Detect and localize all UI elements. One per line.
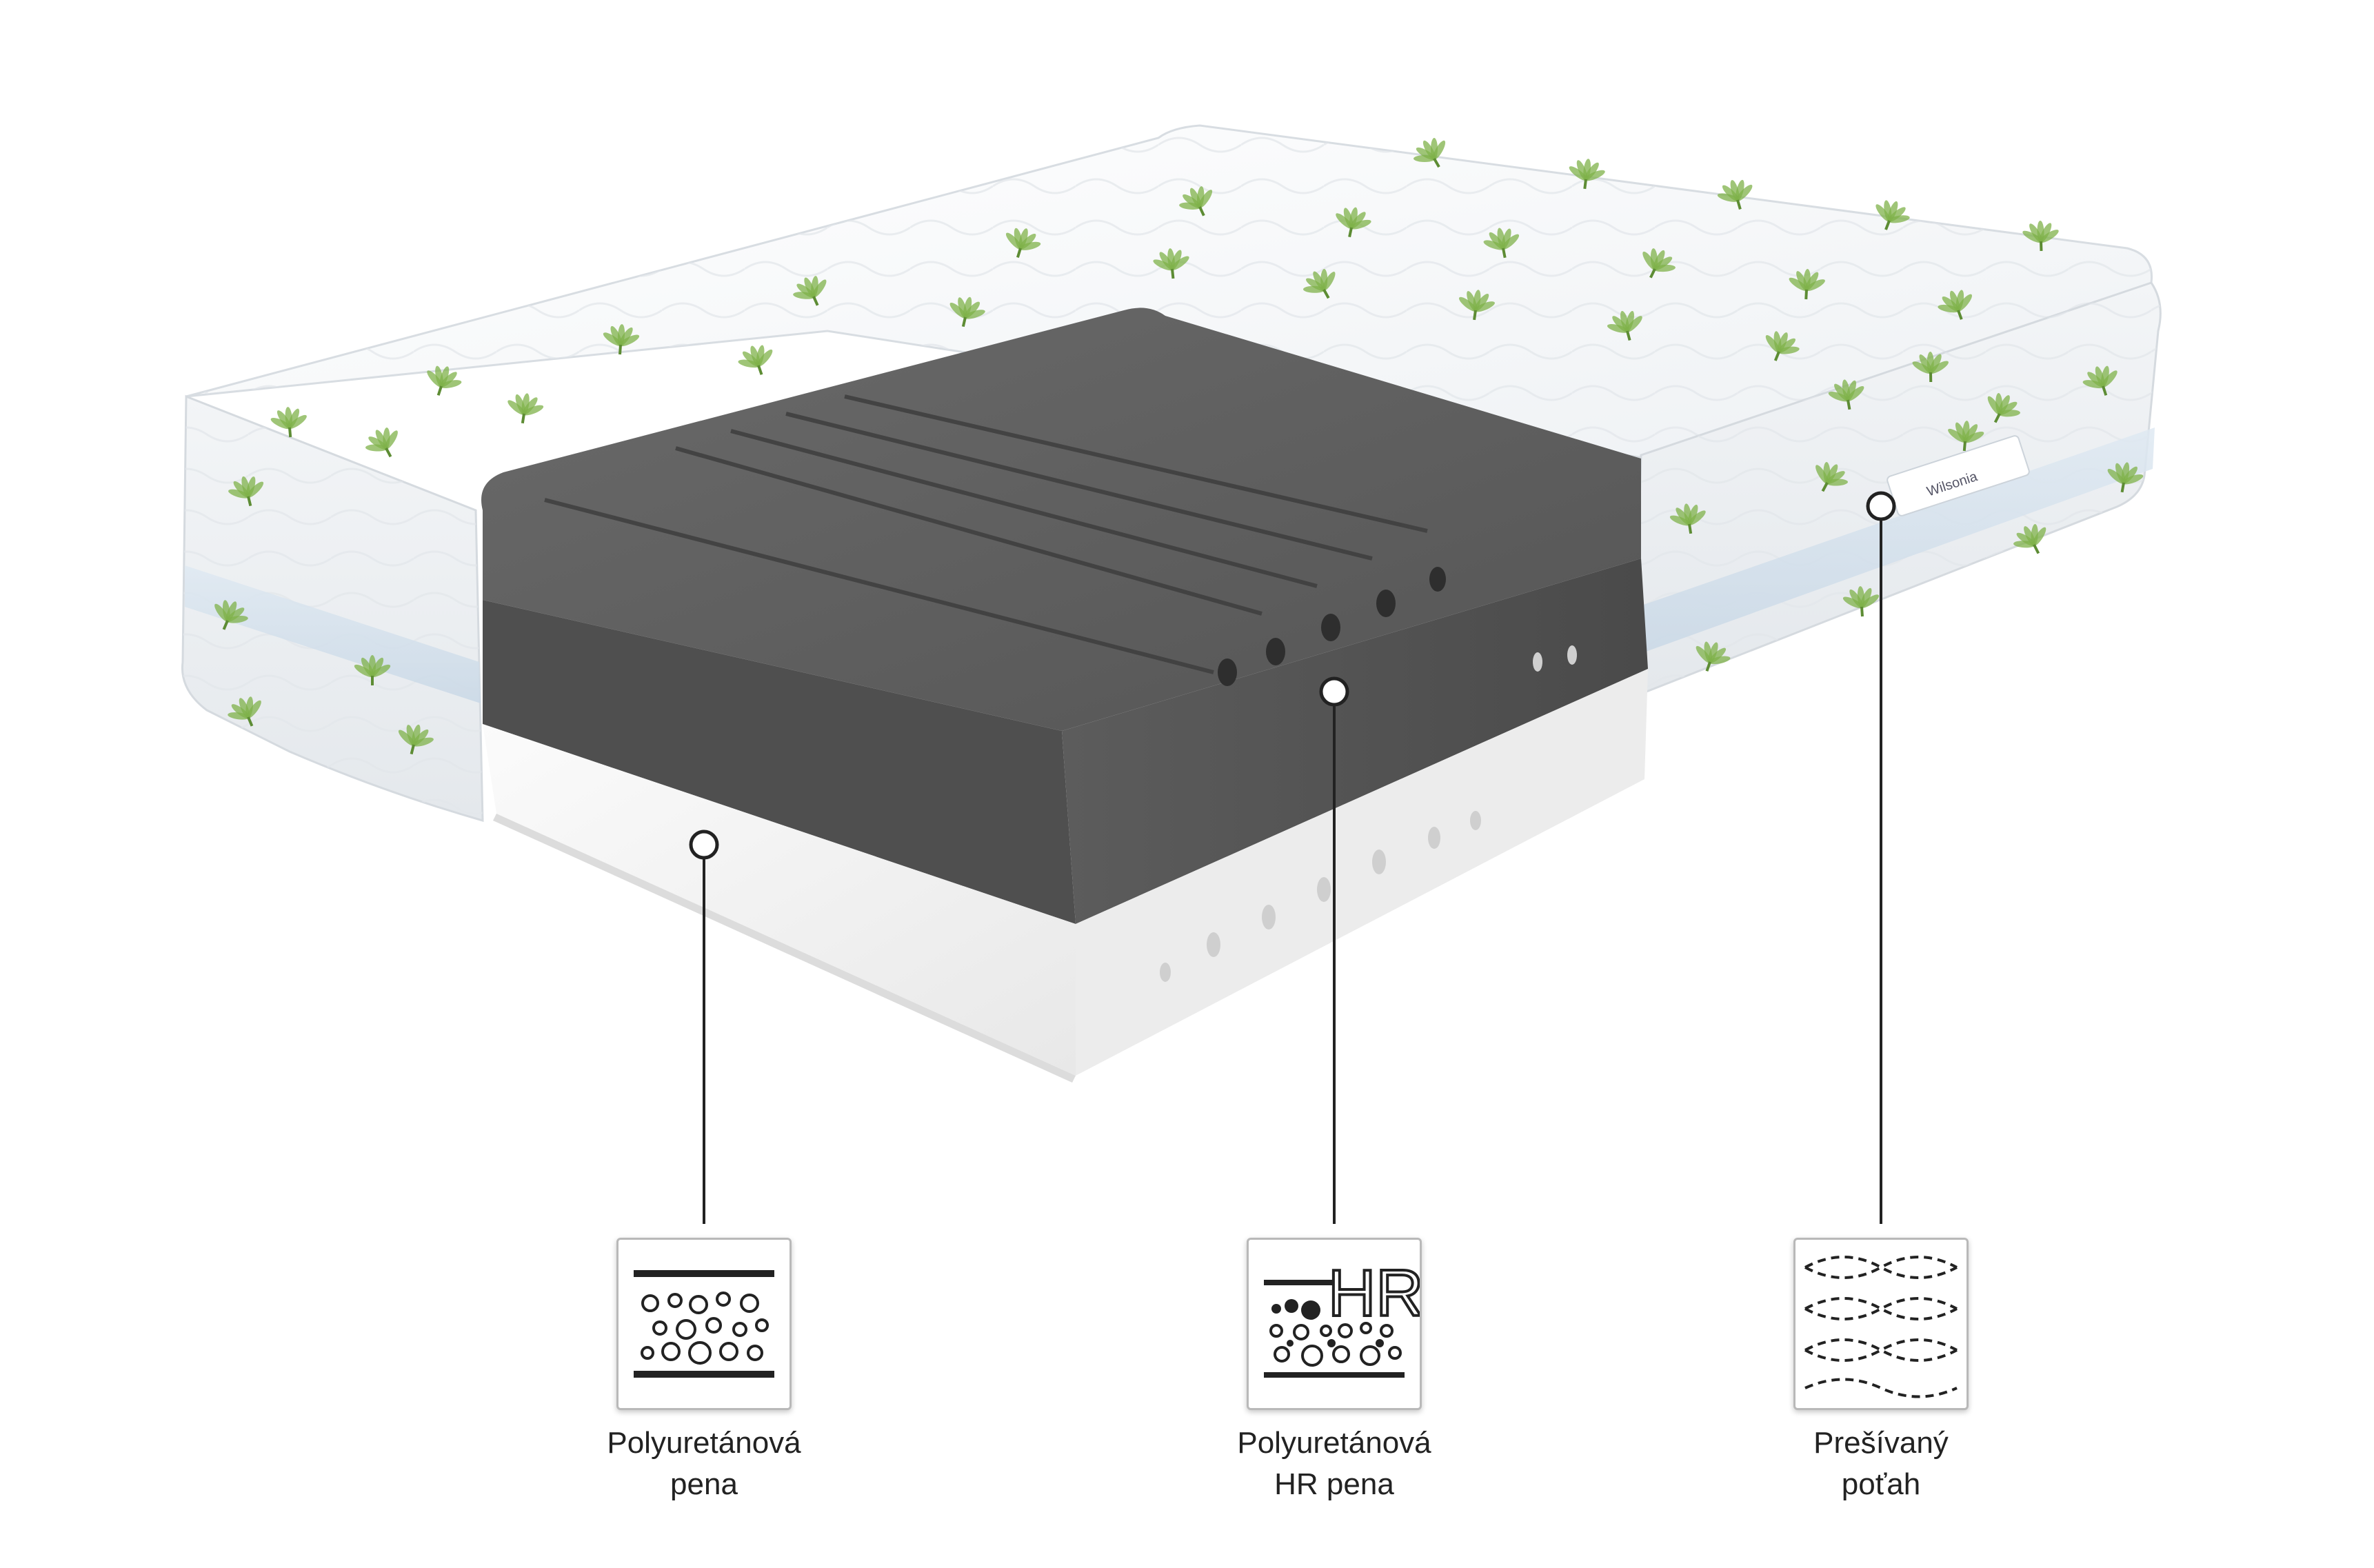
feature-label: Prešívaný poťah — [1813, 1426, 1949, 1501]
leaf-icon — [1336, 207, 1371, 238]
leaf-icon — [1717, 179, 1753, 210]
feature-label: Polyuretánová pena — [607, 1426, 801, 1501]
leaf-icon — [1987, 393, 2020, 423]
feature-polyurethane-foam: Polyuretánová pena — [525, 1238, 883, 1505]
leaf-icon — [1179, 186, 1213, 217]
leaf-icon — [1842, 586, 1880, 617]
leaf-icon — [1642, 248, 1676, 279]
leaf-icon — [1414, 138, 1446, 168]
hr-foam-block — [481, 308, 1648, 924]
callout-pu-foam — [689, 830, 719, 1224]
leaf-icon — [354, 655, 391, 685]
leaf-icon — [228, 696, 261, 727]
callout-quilted-cover — [1866, 491, 1896, 1224]
leaf-icon — [1669, 503, 1706, 534]
leaf-icon — [1875, 200, 1910, 230]
leaf-icon — [398, 724, 434, 755]
pu-foam-base — [483, 645, 1648, 1083]
feature-quilted-cover: Prešívaný poťah — [1702, 1238, 2060, 1505]
leaf-icon — [1483, 228, 1520, 259]
leaf-icon — [603, 324, 640, 355]
feature-label: Polyuretánová HR pena — [1237, 1426, 1431, 1501]
feature-hr-foam: HR Polyuretánová HR pena — [1155, 1238, 1513, 1505]
leaf-icon — [949, 296, 985, 328]
leaf-icon — [1607, 310, 1642, 341]
leaf-icon — [2082, 365, 2118, 396]
leaf-icon — [1938, 290, 1972, 320]
leaf-icon — [1696, 641, 1731, 672]
leaf-icon — [1153, 248, 1189, 279]
leaf-icon — [1789, 269, 1825, 300]
leaf-icon — [793, 276, 827, 306]
leaf-pattern — [214, 138, 2144, 755]
leaf-icon — [270, 407, 307, 438]
callout-hr-foam — [1319, 676, 1349, 1224]
quilted-cover-icon — [1793, 1238, 1969, 1410]
leaf-icon — [214, 600, 248, 630]
leaf-icon — [427, 365, 462, 396]
leaf-icon — [1458, 290, 1495, 321]
leaf-icon — [1815, 462, 1848, 492]
leaf-icon — [1912, 352, 1949, 383]
leaf-icon — [2107, 462, 2144, 493]
leaf-icon — [2013, 524, 2046, 554]
leaf-icon — [228, 476, 264, 507]
leaf-icon — [365, 428, 398, 458]
mattress-cover: Wilsonia — [181, 124, 2162, 823]
leaf-icon — [1948, 421, 1984, 452]
leaf-icon — [507, 393, 544, 424]
hr-foam-icon: HR — [1247, 1238, 1422, 1410]
leaf-icon — [1005, 228, 1041, 258]
leaf-icon — [2022, 221, 2059, 252]
leaf-icon — [1303, 269, 1336, 299]
foam-layer-icon — [616, 1238, 792, 1410]
leaf-icon — [1765, 331, 1800, 361]
hr-badge-text: HR — [1328, 1256, 1420, 1330]
leaf-icon — [738, 345, 773, 375]
leaf-icon — [1828, 379, 1864, 410]
leaf-icon — [1569, 159, 1605, 190]
